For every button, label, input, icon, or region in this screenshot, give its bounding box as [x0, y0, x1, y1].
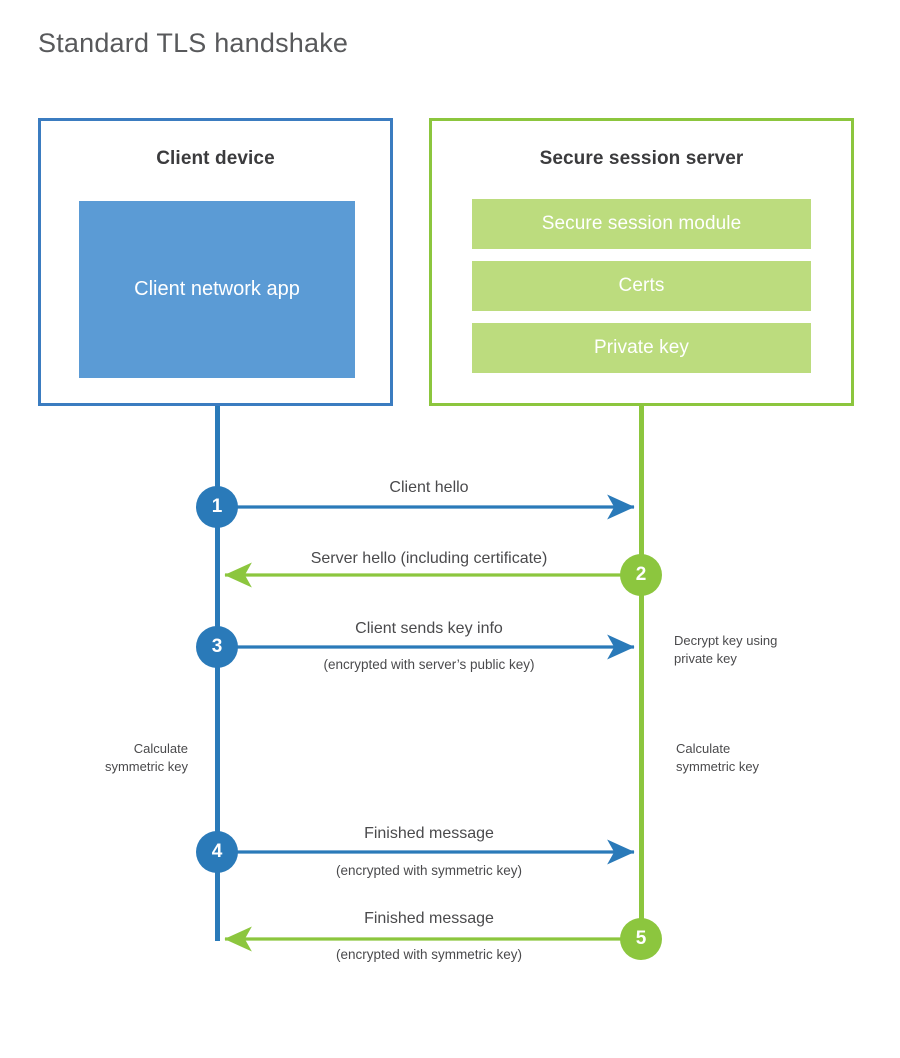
annotation-client-calculate-symmetric-key: Calculate symmetric key: [104, 741, 188, 774]
page-title: Standard TLS handshake: [38, 28, 349, 58]
message-label-step-5: Finished message: [364, 910, 494, 927]
client-network-app-block: Client network app: [79, 201, 355, 378]
message-label-step-1: Client hello: [389, 479, 469, 496]
message-sublabel-step-3: (encrypted with server’s public key): [323, 657, 535, 672]
annotation-server-decrypt: Decrypt key using private key: [674, 633, 778, 666]
step-marker-1: 1: [196, 486, 238, 528]
client-device-box: Client device Client network app: [38, 118, 393, 406]
step-marker-3: 3: [196, 626, 238, 668]
annotation-server-calculate-symmetric-key: Calculate symmetric key: [676, 741, 760, 774]
client-device-title: Client device: [156, 148, 275, 169]
server-component-secure-session-module: Secure session module: [472, 199, 811, 249]
secure-session-server-box: Secure session server Secure session mod…: [429, 118, 854, 406]
message-label-step-4: Finished message: [364, 825, 494, 842]
secure-session-server-title: Secure session server: [539, 148, 744, 169]
step-marker-5: 5: [620, 918, 662, 960]
server-component-certs: Certs: [472, 261, 811, 311]
step-marker-4: 4: [196, 831, 238, 873]
message-sublabel-step-4: (encrypted with symmetric key): [335, 863, 523, 878]
message-sublabel-step-5: (encrypted with symmetric key): [335, 947, 523, 962]
server-components-list: Secure session module Certs Private key: [472, 199, 811, 385]
message-label-step-2: Server hello (including certificate): [310, 550, 548, 567]
server-component-private-key: Private key: [472, 323, 811, 373]
step-marker-2: 2: [620, 554, 662, 596]
message-label-step-3: Client sends key info: [355, 620, 503, 637]
